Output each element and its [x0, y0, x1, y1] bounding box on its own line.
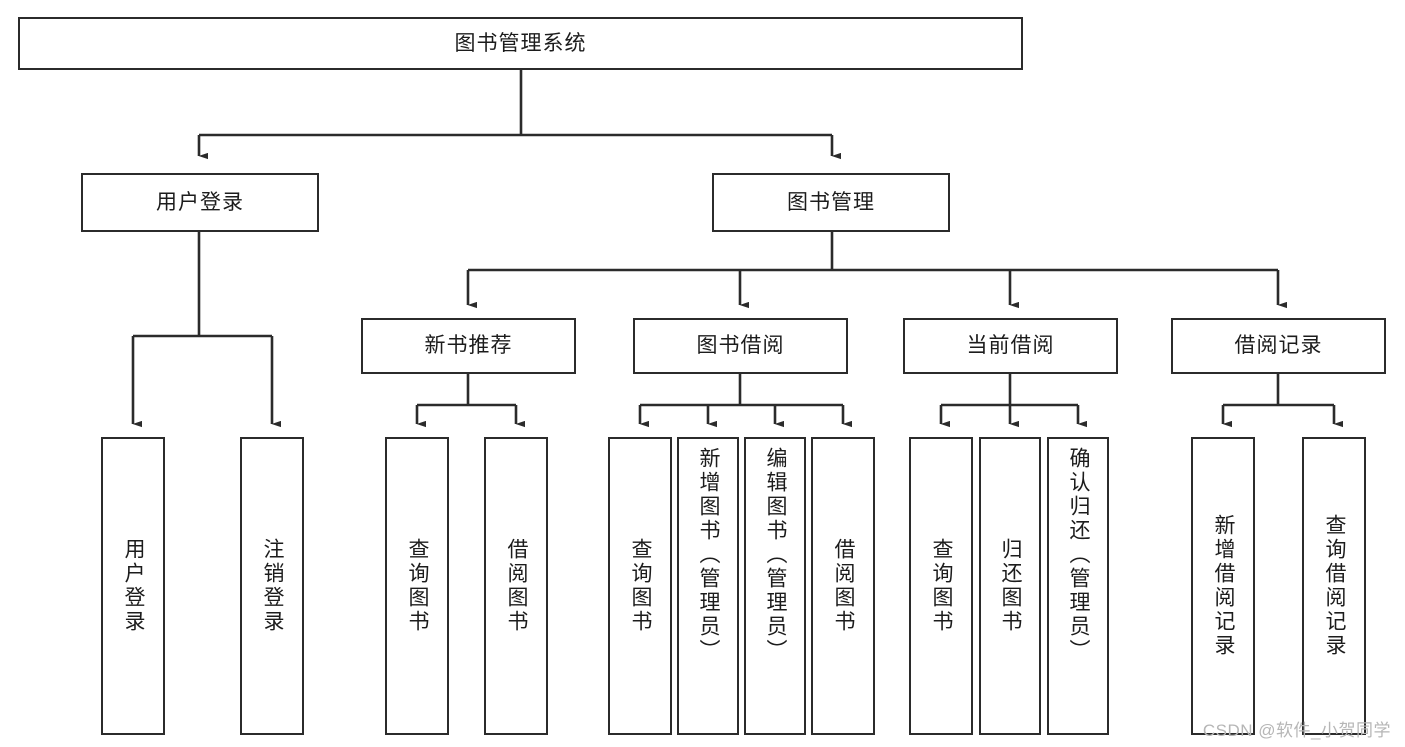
node-new-book-recommend[interactable]: 新书推荐: [361, 318, 576, 374]
node-root-system[interactable]: 图书管理系统: [18, 17, 1023, 70]
node-leaf-query-borrow-record[interactable]: 查询借阅记录: [1302, 437, 1366, 735]
node-leaf-query-book-recommend[interactable]: 查询图书: [385, 437, 449, 735]
node-label: 新书推荐: [424, 334, 513, 358]
node-leaf-add-borrow-record[interactable]: 新增借阅记录: [1191, 437, 1255, 735]
node-leaf-query-book-borrow[interactable]: 查询图书: [608, 437, 672, 735]
node-leaf-confirm-return-admin[interactable]: 确认归还（管理员）: [1047, 437, 1109, 735]
node-label: 借阅记录: [1234, 334, 1323, 358]
node-current-borrow[interactable]: 当前借阅: [903, 318, 1118, 374]
node-leaf-borrow-book[interactable]: 借阅图书: [811, 437, 875, 735]
node-label: 新增借阅记录: [1212, 514, 1236, 658]
node-label: 查询图书: [629, 538, 653, 634]
watermark: CSDN @软件_小贺同学: [1202, 721, 1391, 740]
node-label: 注销登录: [261, 538, 285, 634]
node-label: 用户登录: [156, 190, 244, 214]
node-label: 图书借阅: [696, 334, 785, 358]
node-label: 查询图书: [406, 538, 430, 634]
node-label: 借阅图书: [505, 538, 529, 634]
node-leaf-borrow-book-recommend[interactable]: 借阅图书: [484, 437, 548, 735]
node-label: 借阅图书: [832, 538, 856, 634]
node-user-login[interactable]: 用户登录: [81, 173, 319, 232]
node-label: 当前借阅: [966, 334, 1055, 358]
node-leaf-user-login[interactable]: 用户登录: [101, 437, 165, 735]
node-book-borrow[interactable]: 图书借阅: [633, 318, 848, 374]
node-label: 图书管理系统: [454, 31, 587, 55]
node-leaf-edit-book-admin[interactable]: 编辑图书（管理员）: [744, 437, 806, 735]
node-label: 新增图书（管理员）: [697, 447, 721, 663]
node-label: 查询图书: [930, 538, 954, 634]
node-leaf-user-logout[interactable]: 注销登录: [240, 437, 304, 735]
node-label: 图书管理: [787, 190, 875, 214]
node-label: 归还图书: [999, 538, 1023, 634]
node-borrow-record[interactable]: 借阅记录: [1171, 318, 1386, 374]
node-label: 查询借阅记录: [1323, 514, 1347, 658]
node-label: 确认归还（管理员）: [1067, 447, 1091, 663]
node-leaf-return-book[interactable]: 归还图书: [979, 437, 1041, 735]
node-label: 编辑图书（管理员）: [764, 447, 788, 663]
node-leaf-add-book-admin[interactable]: 新增图书（管理员）: [677, 437, 739, 735]
node-book-manage[interactable]: 图书管理: [712, 173, 950, 232]
node-label: 用户登录: [122, 538, 146, 634]
node-leaf-query-book-current[interactable]: 查询图书: [909, 437, 973, 735]
